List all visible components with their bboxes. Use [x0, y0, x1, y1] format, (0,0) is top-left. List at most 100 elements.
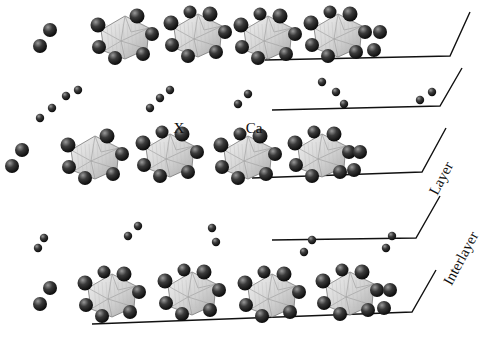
atom-sphere: [235, 40, 249, 54]
atom-sphere: [181, 49, 195, 63]
atom-sphere: [43, 23, 57, 37]
atom-sphere: [156, 94, 164, 102]
atom-sphere: [255, 309, 269, 323]
atom-sphere: [100, 129, 115, 144]
atom-sphere: [289, 158, 303, 172]
atom-sphere: [318, 78, 326, 86]
atom-sphere: [382, 244, 390, 252]
atom-sphere: [98, 266, 111, 279]
atom-sphere: [308, 236, 316, 244]
atom-sphere: [78, 171, 92, 185]
perspective-frame-lines: [92, 12, 470, 324]
atom-sphere: [316, 274, 331, 289]
atom-sphere: [308, 126, 321, 139]
atom-sphere: [259, 167, 273, 181]
atom-sphere: [279, 47, 293, 61]
atom-sphere: [61, 138, 76, 153]
atom-sphere: [218, 25, 232, 39]
atom-sphere: [197, 265, 212, 280]
atom-sphere: [304, 16, 319, 31]
atom-sphere: [181, 165, 195, 179]
atom-sphere: [33, 39, 47, 53]
atom-sphere: [288, 136, 303, 151]
atom-sphere: [215, 160, 229, 174]
atom-sphere: [370, 283, 384, 297]
atom-sphere: [62, 160, 76, 174]
atom-sphere: [78, 276, 93, 291]
atom-sphere: [134, 222, 142, 230]
atom-sphere: [164, 16, 179, 31]
atom-sphere: [33, 297, 47, 311]
atom-sphere: [321, 49, 335, 63]
atom-sphere: [333, 307, 347, 321]
frame-line: [252, 128, 446, 178]
axis-label: Layer: [426, 159, 456, 197]
atom-sphere: [416, 96, 424, 104]
atom-sphere: [136, 47, 150, 61]
atom-sphere: [383, 283, 397, 297]
atom-sphere: [373, 25, 387, 39]
atom-sphere: [244, 90, 252, 98]
atom-sphere: [130, 9, 145, 24]
atom-sphere: [327, 127, 342, 142]
atom-sphere: [209, 45, 223, 59]
atom-sphere: [367, 43, 381, 57]
atom-sphere: [115, 147, 129, 161]
atom-sphere: [158, 274, 173, 289]
atom-sphere: [95, 309, 109, 323]
atom-sphere: [184, 6, 197, 19]
atom-sphere: [123, 305, 137, 319]
atom-sphere: [175, 307, 189, 321]
atom-sphere: [5, 159, 19, 173]
atom-sphere: [153, 169, 167, 183]
atom-sphere: [212, 238, 220, 246]
atom-sphere: [361, 303, 375, 317]
atom-sphere: [340, 100, 348, 108]
atom-sphere: [124, 232, 132, 240]
atom-sphere: [92, 40, 106, 54]
atom-sphere: [137, 158, 151, 172]
atom-label: Ca: [246, 121, 263, 136]
atom-sphere: [178, 264, 191, 277]
atom-sphere: [108, 51, 122, 65]
atom-sphere: [74, 86, 82, 94]
atom-sphere: [166, 86, 174, 94]
atom-sphere: [203, 7, 218, 22]
atom-sphere: [268, 147, 282, 161]
frame-line: [272, 196, 440, 240]
frame-line: [265, 12, 470, 60]
atom-sphere: [251, 51, 265, 65]
atom-sphere: [234, 100, 242, 108]
atom-sphere: [34, 244, 42, 252]
atom-sphere: [156, 126, 169, 139]
atom-sphere: [106, 167, 120, 181]
atom-sphere: [349, 45, 363, 59]
atom-sphere: [43, 281, 57, 295]
interlayer-atoms: [34, 78, 436, 256]
atom-sphere: [190, 145, 204, 159]
atom-sphere: [343, 7, 358, 22]
atom-sphere: [358, 25, 372, 39]
atom-sphere: [203, 303, 217, 317]
atom-sphere: [377, 301, 391, 315]
atom-sphere: [428, 88, 436, 96]
atom-sphere: [288, 27, 302, 41]
atom-sphere: [254, 8, 267, 21]
atom-sphere: [305, 38, 319, 52]
atom-sphere: [212, 283, 226, 297]
atom-sphere: [40, 234, 48, 242]
atom-sphere: [214, 138, 229, 153]
atom-sphere: [208, 224, 216, 232]
atom-sphere: [273, 9, 288, 24]
atom-sphere: [353, 145, 367, 159]
atom-sphere: [277, 267, 292, 282]
atom-sphere: [300, 248, 308, 256]
frame-line: [272, 68, 462, 110]
atom-sphere: [324, 6, 337, 19]
atom-sphere: [239, 298, 253, 312]
atom-sphere: [159, 296, 173, 310]
axis-label: Interlayer: [441, 229, 481, 288]
atom-sphere: [91, 18, 106, 33]
atom-sphere: [333, 165, 347, 179]
